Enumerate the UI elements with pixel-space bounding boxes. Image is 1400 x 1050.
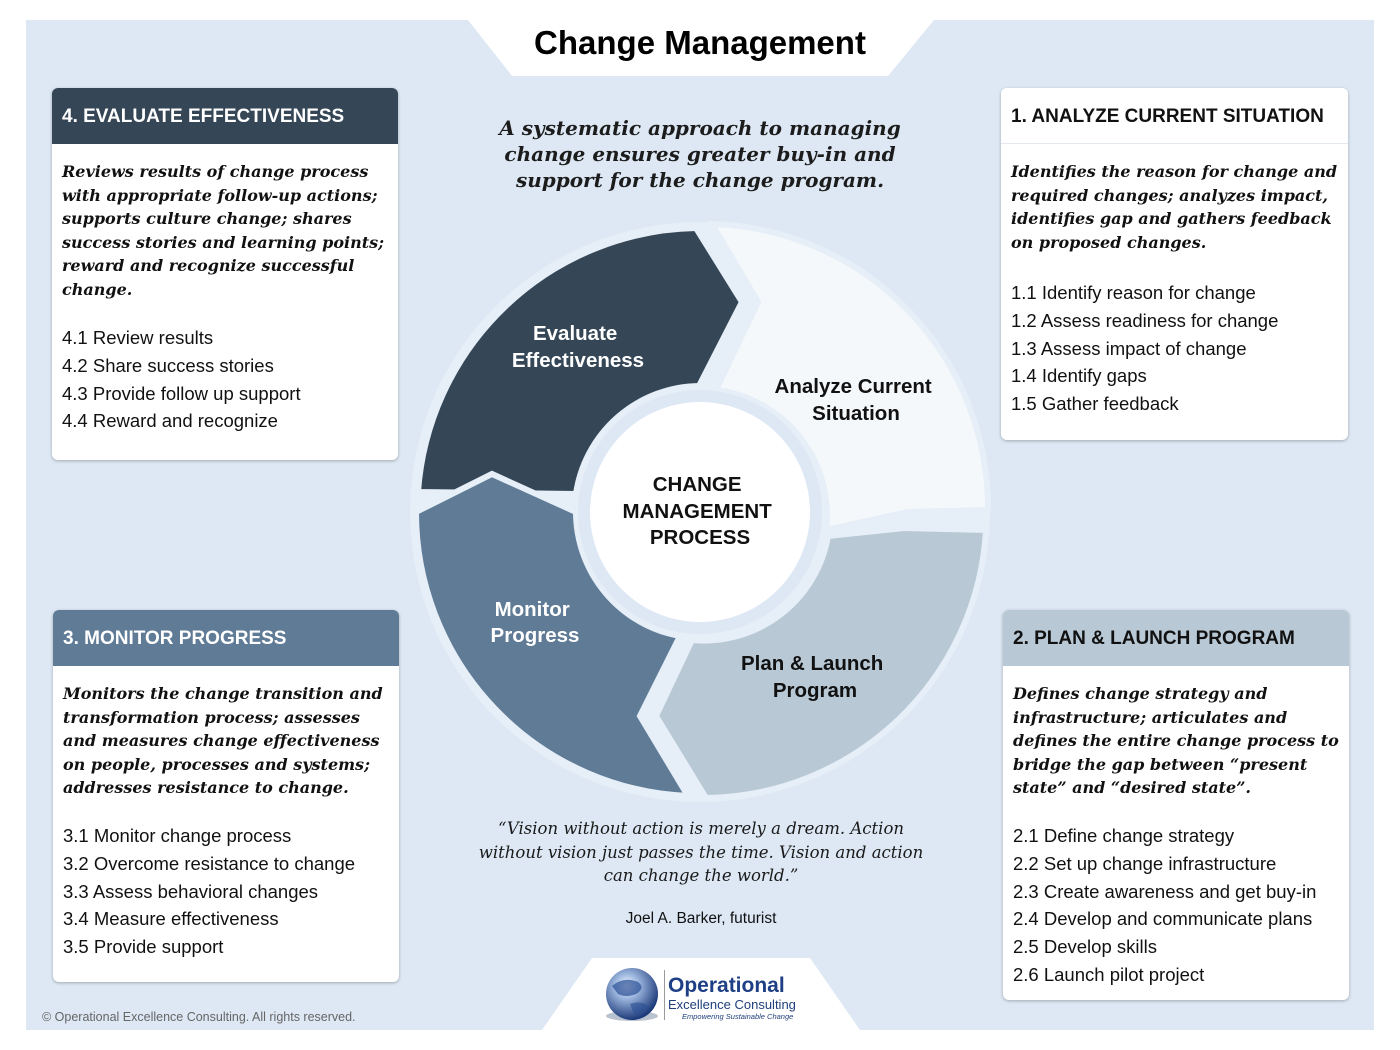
globe-icon [606,968,658,1021]
list-item: 2.6 Launch pilot project [1013,963,1205,985]
list-item: 4.4 Reward and recognize [62,410,278,432]
list-item: 2.3 Create awareness and get buy-in [1013,880,1317,902]
center-circle [590,402,810,622]
list-item: 1.2 Assess readiness for change [1011,309,1279,331]
logo-line-1: Operational [668,974,785,997]
logo-divider [664,970,665,1020]
segment-label-plan: Plan & Launch Program [741,652,889,702]
page-subtitle: A systematic approach to managing change… [499,116,901,192]
list-item: 3.3 Assess behavioral changes [63,880,319,902]
company-logo: Operational Excellence Consulting Empowe… [668,974,796,1021]
segment-evaluate[interactable] [414,224,746,498]
quote-author: Joel A. Barker, futurist [625,910,777,927]
card-evaluate: 4. EVALUATE EFFECTIVENESS Reviews result… [52,88,398,460]
list-item: 1.4 Identify gaps [1011,365,1147,387]
card-analyze-description: Identifies the reason for change and req… [1011,162,1338,252]
card-monitor-description: Monitors the change transition and trans… [63,684,383,797]
list-item: 2.5 Develop skills [1013,936,1157,958]
list-item: 3.4 Measure effectiveness [63,908,279,930]
card-analyze-header: 1. ANALYZE CURRENT SITUATION [1001,88,1348,144]
list-item: 2.2 Set up change infrastructure [1013,852,1277,874]
segment-analyze[interactable] [706,220,992,534]
segment-monitor[interactable] [412,470,694,800]
card-monitor-header: 3. MONITOR PROGRESS [53,610,399,666]
cycle-diagram [410,220,992,802]
list-item: 1.1 Identify reason for change [1011,282,1256,303]
card-evaluate-description: Reviews results of change process with a… [62,162,385,299]
quote-text: “Vision without action is merely a dream… [478,819,924,885]
logo-line-2: Excellence Consulting [668,997,796,1012]
logo-tagline: Empowering Sustainable Change [682,1012,794,1021]
card-evaluate-list: 4.1 Review results 4.2 Share success sto… [62,324,394,435]
segment-label-evaluate: Evaluate Effectiveness [512,322,644,372]
card-plan-description: Defines change strategy and infrastructu… [1013,684,1339,797]
card-analyze: 1. ANALYZE CURRENT SITUATION Identifies … [1001,88,1348,440]
card-evaluate-header: 4. EVALUATE EFFECTIVENESS [52,88,398,144]
list-item: 3.2 Overcome resistance to change [63,852,356,874]
list-item: 4.1 Review results [62,327,214,348]
list-item: 4.3 Provide follow up support [62,382,301,404]
card-monitor: 3. MONITOR PROGRESS Monitors the change … [53,610,399,982]
card-analyze-list: 1.1 Identify reason for change 1.2 Asses… [1011,279,1344,418]
list-item: 1.5 Gather feedback [1011,393,1179,415]
page-title: Change Management [534,24,866,61]
center-label: CHANGE MANAGEMENT PROCESS [623,473,778,549]
list-item: 2.1 Define change strategy [1013,825,1235,846]
copyright-notice: © Operational Excellence Consulting. All… [42,1010,356,1024]
list-item: 4.2 Share success stories [62,354,274,376]
card-plan-header: 2. PLAN & LAUNCH PROGRAM [1003,610,1349,666]
segment-label-monitor: Monitor Progress [491,598,580,647]
list-item: 2.4 Develop and communicate plans [1013,908,1313,930]
card-monitor-list: 3.1 Monitor change process 3.2 Overcome … [63,822,395,961]
list-item: 3.1 Monitor change process [63,825,292,846]
list-item: 1.3 Assess impact of change [1011,337,1247,359]
segment-plan[interactable] [652,524,990,802]
card-plan-list: 2.1 Define change strategy 2.2 Set up ch… [1013,822,1345,989]
card-plan: 2. PLAN & LAUNCH PROGRAM Defines change … [1003,610,1349,1000]
segment-label-analyze: Analyze Current Situation [775,375,938,425]
list-item: 3.5 Provide support [63,936,224,958]
